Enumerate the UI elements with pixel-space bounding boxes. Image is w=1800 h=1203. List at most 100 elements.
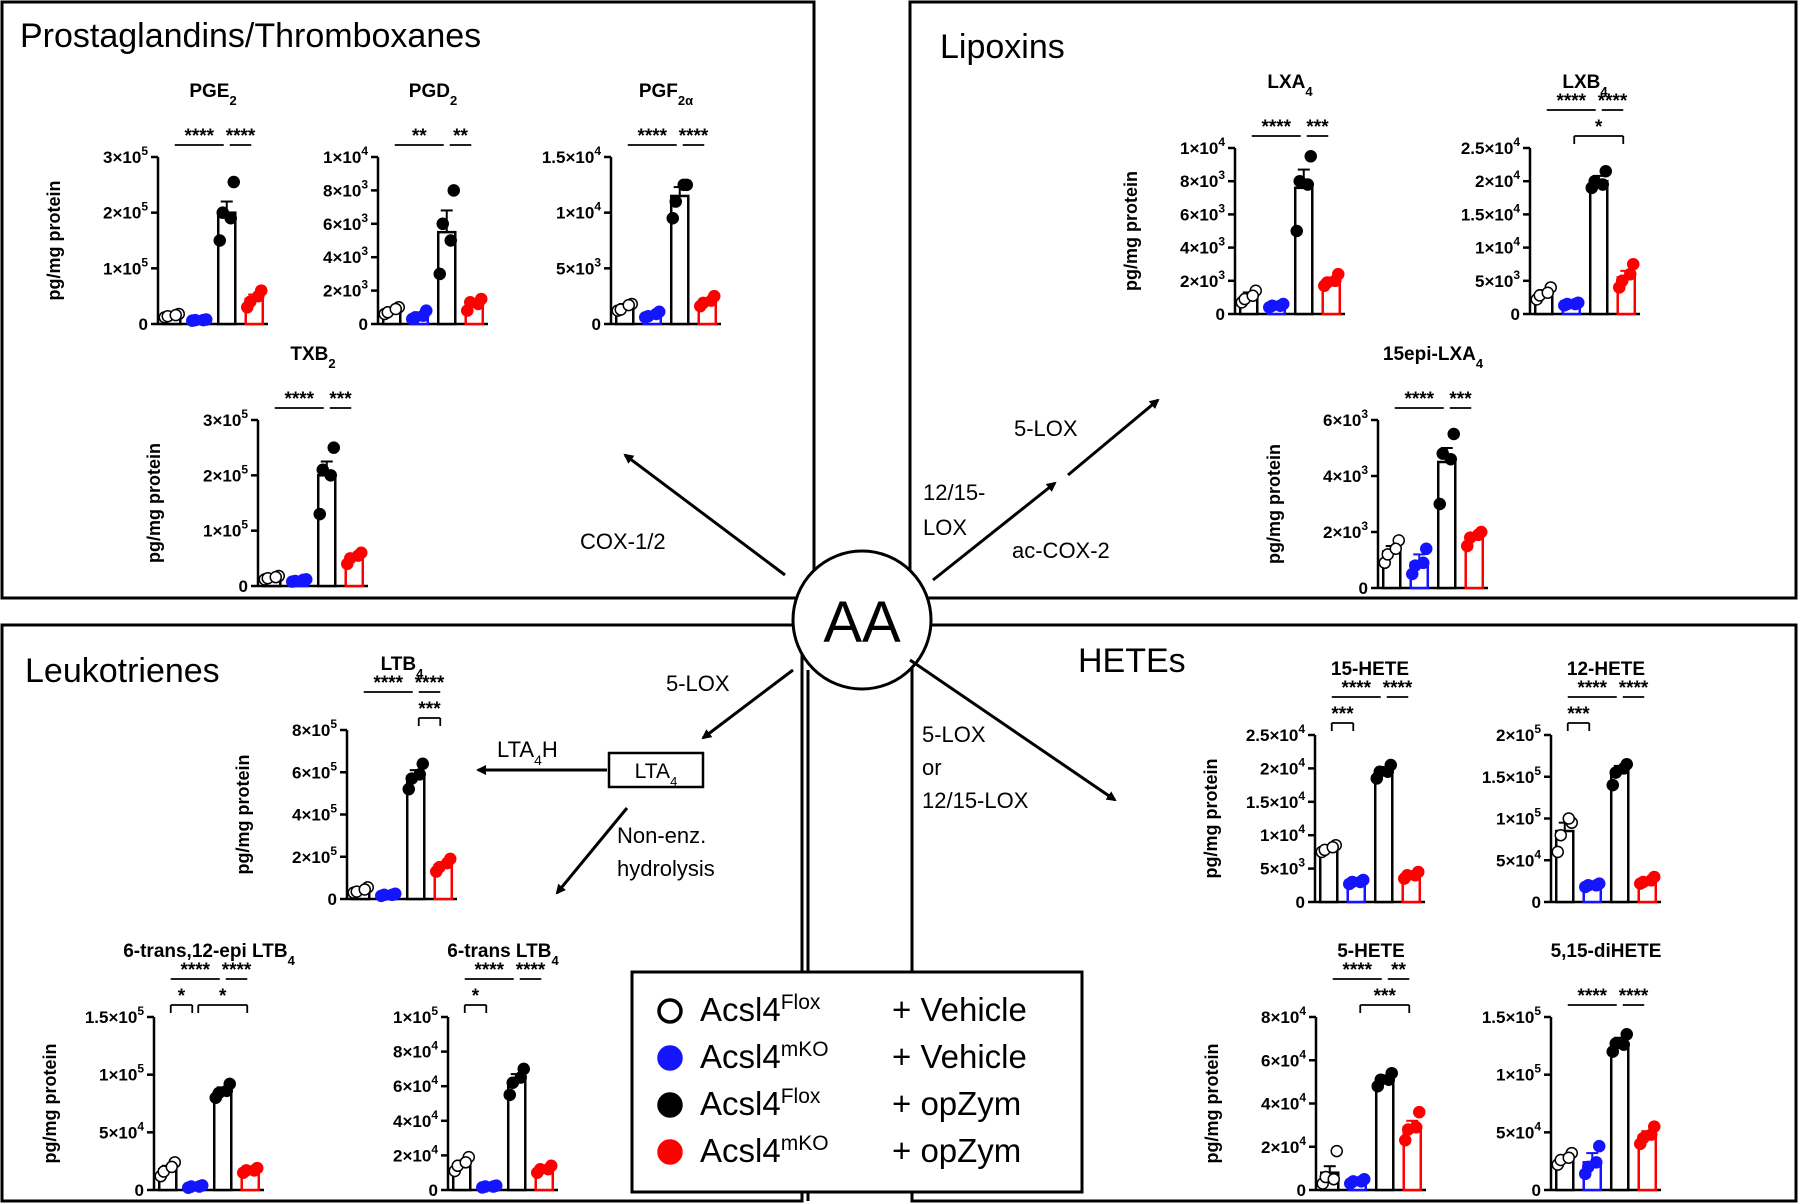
chart-title: PGE2 xyxy=(189,81,236,108)
data-point xyxy=(1562,1151,1575,1164)
y-tick-label: 1.5×105 xyxy=(1482,764,1541,787)
y-tick-label: 1×104 xyxy=(556,200,601,223)
arrow-5lox-lta4 xyxy=(701,668,794,740)
section-box-prostaglandins xyxy=(0,0,816,600)
significance-label: *** xyxy=(1449,389,1472,410)
y-axis-label: pg/mg protein xyxy=(1121,171,1141,291)
data-point xyxy=(1410,1121,1423,1134)
y-tick-label: 2×105 xyxy=(103,200,148,223)
significance-label: *** xyxy=(418,699,441,720)
y-axis-label: pg/mg protein xyxy=(40,1044,60,1164)
data-point xyxy=(1327,1172,1340,1186)
data-point xyxy=(1645,874,1658,887)
data-point xyxy=(1590,879,1603,892)
legend-treatment-0: + Vehicle xyxy=(892,991,1027,1028)
data-point xyxy=(1569,297,1582,311)
significance-label: **** xyxy=(1556,91,1586,112)
bar-2 xyxy=(1436,460,1457,590)
data-point xyxy=(487,1180,500,1193)
chart-title: 12-HETE xyxy=(1567,659,1645,680)
chart-title: LTB4 xyxy=(381,654,425,681)
y-tick-label: 6×104 xyxy=(1261,1047,1306,1070)
significance-label: * xyxy=(219,986,227,1007)
y-tick-label: 5×104 xyxy=(99,1119,144,1142)
section-title-prostaglandins: Prostaglandins/Thromboxanes xyxy=(20,17,481,55)
significance-label: **** xyxy=(1383,678,1413,699)
data-point xyxy=(297,573,310,587)
data-point xyxy=(436,217,449,231)
data-point xyxy=(677,178,690,192)
bar-0 xyxy=(1554,829,1575,904)
bar-2 xyxy=(316,474,337,588)
lta4-label: LTA4 xyxy=(635,760,678,789)
label-1215lox-line1: 12/15- xyxy=(923,480,985,505)
data-point xyxy=(1326,840,1339,854)
data-point xyxy=(413,768,426,781)
significance-label: *** xyxy=(1374,986,1397,1007)
y-axis-label: pg/mg protein xyxy=(233,755,253,875)
bar-2 xyxy=(1609,771,1630,904)
legend-treatment-3: + opZym xyxy=(892,1132,1021,1169)
data-point xyxy=(213,234,226,247)
y-axis-label: pg/mg protein xyxy=(144,443,164,563)
y-tick-label: 0 xyxy=(1216,305,1225,324)
legend-marker-2 xyxy=(657,1092,683,1118)
data-point xyxy=(1620,1028,1633,1041)
legend-treatment-2: + opZym xyxy=(892,1085,1021,1122)
significance-label: **** xyxy=(184,126,214,147)
label-hetes-3: 12/15-LOX xyxy=(922,788,1029,813)
y-tick-label: 0 xyxy=(1532,1181,1541,1200)
y-tick-label: 8×105 xyxy=(292,717,337,740)
data-point xyxy=(1624,267,1637,281)
significance-label: **** xyxy=(1341,678,1371,699)
data-point xyxy=(1606,778,1619,792)
legend-marker-1 xyxy=(657,1045,683,1071)
label-nonenz-2: hydrolysis xyxy=(617,856,715,881)
section-title-hetes: HETEs xyxy=(1078,642,1186,680)
significance-label: * xyxy=(178,986,186,1007)
y-tick-label: 1.5×104 xyxy=(1246,789,1305,812)
data-point xyxy=(227,175,240,189)
bar-2 xyxy=(216,211,237,326)
data-point xyxy=(193,1180,206,1193)
y-tick-label: 5×103 xyxy=(1260,856,1305,879)
y-tick-label: 2×103 xyxy=(1180,268,1225,291)
y-tick-label: 4×103 xyxy=(323,244,368,267)
label-lta4h: LTA4H xyxy=(497,737,558,768)
data-point xyxy=(1355,1175,1368,1188)
y-tick-label: 0 xyxy=(328,890,337,909)
chart-title: TXB2 xyxy=(290,344,335,371)
arrow-cox xyxy=(623,453,786,577)
chart-panel-10: 05×1031×1041.5×1042×1042.5×10415-HETEpg/… xyxy=(1201,659,1425,912)
y-tick-label: 2×104 xyxy=(1475,168,1520,191)
chart-panel-11: 05×1041×1051.5×1052×10512-HETE**********… xyxy=(1482,659,1661,912)
significance-label: **** xyxy=(1598,91,1628,112)
chart-title: 6-trans LTB4 xyxy=(447,941,559,968)
arrow-nonenz xyxy=(555,807,629,895)
significance-label: **** xyxy=(1619,986,1649,1007)
data-point xyxy=(441,856,454,870)
label-hetes-2: or xyxy=(922,755,942,780)
section-box-lipoxins xyxy=(908,0,1798,600)
y-tick-label: 4×105 xyxy=(292,802,337,825)
significance-label: ** xyxy=(412,126,427,147)
data-point xyxy=(1554,828,1567,842)
y-tick-label: 1×105 xyxy=(1496,1062,1541,1085)
data-point xyxy=(1420,542,1433,556)
data-point xyxy=(514,1071,527,1084)
significance-label: *** xyxy=(1306,117,1329,138)
y-tick-label: 8×103 xyxy=(1180,168,1225,191)
y-tick-label: 5×103 xyxy=(1475,268,1520,291)
data-point xyxy=(1274,299,1287,312)
data-point xyxy=(1409,869,1422,882)
y-tick-label: 3×105 xyxy=(203,407,248,430)
significance-label: **** xyxy=(222,960,252,981)
y-tick-label: 0 xyxy=(359,315,368,334)
y-tick-label: 1×104 xyxy=(1475,235,1520,258)
data-point xyxy=(389,302,402,316)
significance-label: **** xyxy=(1577,678,1607,699)
y-tick-label: 0 xyxy=(429,1181,438,1200)
chart-panel-5: 05×1031×1041.5×1042×1042.5×104LXB4******… xyxy=(1461,72,1640,324)
aa-node xyxy=(791,549,933,691)
bar-2 xyxy=(1374,1078,1395,1192)
